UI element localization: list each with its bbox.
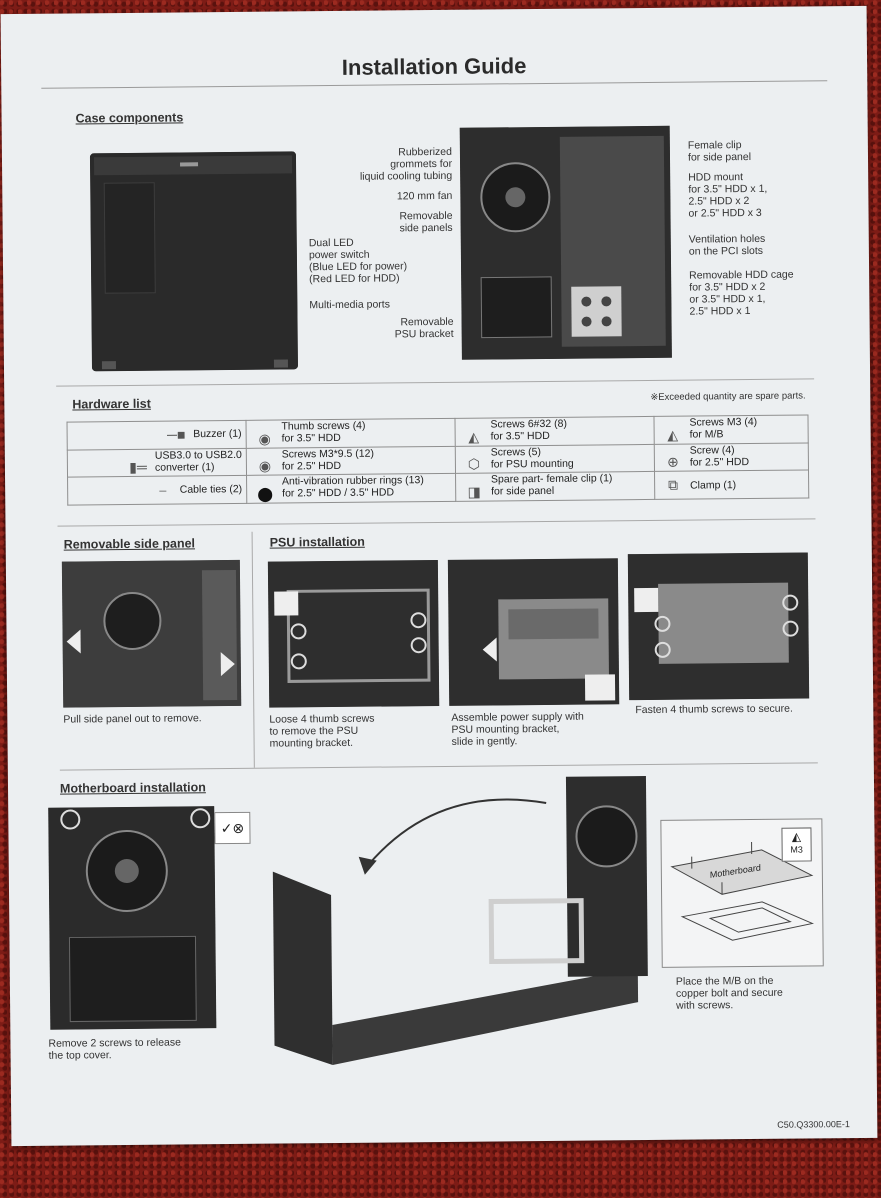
label-dual-led-switch: Dual LED power switch (Blue LED for powe… xyxy=(308,236,408,286)
side-panel-illustration xyxy=(61,559,242,708)
usb-converter-icon: ▮═ xyxy=(129,459,147,476)
female-clip-icon: ◨ xyxy=(467,483,481,500)
divider-case xyxy=(56,378,815,387)
psu-step1-photo xyxy=(267,560,440,708)
page-title: Installation Guide xyxy=(341,53,527,80)
label-multimedia-ports: Multi-media ports xyxy=(309,298,390,312)
hw-cell: Buzzer (1) xyxy=(193,428,242,441)
instruction-sheet: Installation Guide Case components Rubbe… xyxy=(0,5,878,1147)
psu-step2-photo xyxy=(447,558,620,706)
psu-step1-caption: Loose 4 thumb screws to remove the PSU m… xyxy=(269,712,375,750)
spare-parts-note: ※Exceeded quantity are spare parts. xyxy=(650,390,806,403)
hw-cell: Screws (5) for PSU mounting xyxy=(490,445,574,471)
label-female-clip: Female clip for side panel xyxy=(687,139,752,164)
cable-tie-icon: ⎯ xyxy=(159,481,167,498)
case-front-photo xyxy=(89,151,299,372)
rubber-ring-icon: ⬤ xyxy=(257,485,274,502)
clamp-icon: ⧉ xyxy=(668,476,679,494)
label-rubberized-grommets: Rubberized grommets for liquid cooling t… xyxy=(359,145,453,183)
thumb-screw-icon: ◉ xyxy=(258,430,271,447)
divider-hardware xyxy=(57,518,816,527)
case-open-illustration xyxy=(459,125,672,360)
chassis-open-photo xyxy=(266,772,653,1072)
psu-step1-illustration xyxy=(267,560,440,708)
label-removable-hdd-cage: Removable HDD cage for 3.5" HDD x 2 or 3… xyxy=(689,268,794,318)
psu-step2-illustration xyxy=(447,558,620,706)
psu-step3-illustration xyxy=(627,552,810,701)
top-cover-illustration xyxy=(48,806,217,1030)
hw-cell: USB3.0 to USB2.0 converter (1) xyxy=(154,448,242,474)
psu-step3-caption: Fasten 4 thumb screws to secure. xyxy=(635,702,793,717)
buzzer-icon: ─■ xyxy=(167,426,186,443)
chassis-open-illustration xyxy=(272,776,648,1066)
m3-tag-label: M3 xyxy=(790,844,803,855)
divider-psu xyxy=(59,762,818,771)
section-psu-installation: PSU installation xyxy=(269,534,365,550)
label-removable-psu-bracket: Removable PSU bracket xyxy=(394,315,454,341)
screw-icon: ◭ xyxy=(791,829,802,844)
screw-m3-9-5-icon: ◉ xyxy=(258,458,272,475)
hw-cell: Screws M3*9.5 (12) for 2.5" HDD xyxy=(281,447,375,473)
section-motherboard-installation: Motherboard installation xyxy=(59,780,206,796)
hw-cell: Cable ties (2) xyxy=(179,483,243,497)
screw-m3-icon: ◭ xyxy=(667,426,679,443)
label-hdd-mount: HDD mount for 3.5" HDD x 1, 2.5" HDD x 2… xyxy=(688,171,768,220)
hw-cell: Screws 6#32 (8) for 3.5" HDD xyxy=(490,417,567,443)
case-front-illustration xyxy=(89,151,299,372)
divider-vertical xyxy=(251,531,255,768)
hw-cell: Screw (4) for 2.5" HDD xyxy=(689,443,750,469)
hdd-screw-icon: ⊕ xyxy=(666,454,679,471)
motherboard-caption: Place the M/B on the copper bolt and sec… xyxy=(675,974,783,1012)
psu-step3-photo xyxy=(627,552,810,701)
psu-step2-caption: Assemble power supply with PSU mounting … xyxy=(451,710,584,748)
case-open-photo xyxy=(459,125,672,360)
hw-cell: Clamp (1) xyxy=(690,478,737,492)
top-cover-photo xyxy=(48,806,217,1030)
unscrew-icon: ✓⊗ xyxy=(214,811,251,845)
label-120mm-fan: 120 mm fan xyxy=(396,189,453,203)
label-ventilation-holes: Ventilation holes on the PCI slots xyxy=(688,232,766,258)
section-case-components: Case components xyxy=(75,110,184,126)
motherboard-diagram-illustration xyxy=(670,842,815,941)
footer-code: C50.Q3300.00E-1 xyxy=(777,1119,850,1130)
motherboard-diagram: Motherboard ◭ M3 xyxy=(660,818,824,968)
hw-cell: Thumb screws (4) for 3.5" HDD xyxy=(281,419,366,445)
m3-screw-tag: ◭ M3 xyxy=(781,827,812,862)
hw-cell: Spare part- female clip (1) for side pan… xyxy=(490,472,613,498)
side-panel-caption: Pull side panel out to remove. xyxy=(63,712,202,726)
hw-cell: Screws M3 (4) for M/B xyxy=(689,415,758,441)
section-removable-side-panel: Removable side panel xyxy=(63,536,196,552)
screw-icon: ◭ xyxy=(468,428,480,445)
top-cover-caption: Remove 2 screws to release the top cover… xyxy=(48,1036,182,1062)
hardware-table: ─■ Buzzer (1) ◉ Thumb screws (4) for 3.5… xyxy=(67,414,810,506)
section-hardware-list: Hardware list xyxy=(72,396,151,412)
label-removable-side-panels: Removable side panels xyxy=(399,209,453,235)
side-panel-photo xyxy=(61,559,242,708)
hw-cell: Anti-vibration rubber rings (13) for 2.5… xyxy=(281,474,424,500)
psu-screw-icon: ⬡ xyxy=(467,456,481,473)
